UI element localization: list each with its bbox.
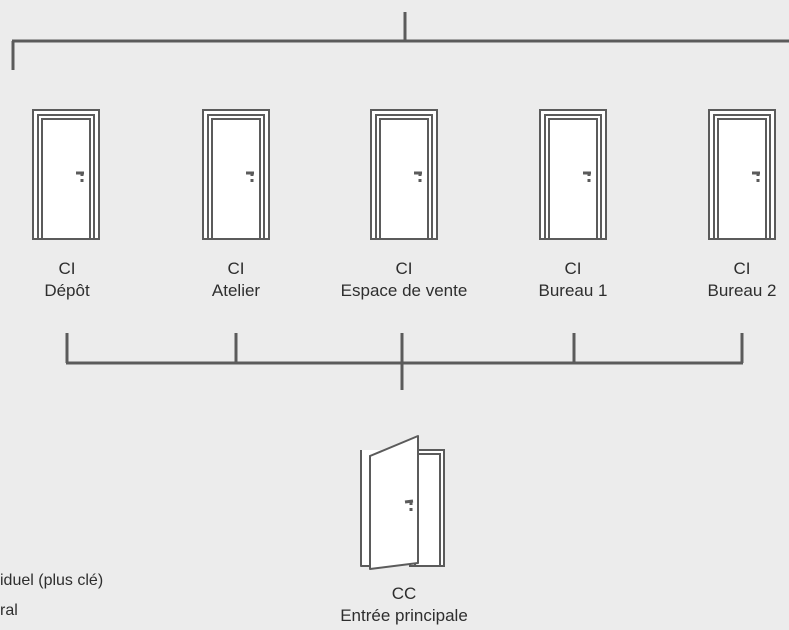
door-label-bureau-1: CI Bureau 1 (539, 258, 608, 302)
legend-line-2: ral (0, 602, 18, 619)
door-code: CI (733, 259, 751, 278)
room-name: Atelier (211, 281, 261, 300)
legend: iduel (plus clé) ral (0, 566, 103, 626)
closed-door-icon (370, 109, 438, 240)
door-label-atelier: CI Atelier (212, 258, 260, 302)
main-door-label: CC Entrée principale (340, 583, 468, 627)
room-name: Bureau 1 (538, 281, 608, 300)
door-label-espace-de-vente: CI Espace de vente (341, 258, 468, 302)
door-label-bureau-2: CI Bureau 2 (708, 258, 777, 302)
door-code: CI (564, 259, 582, 278)
door-code: CI (395, 259, 413, 278)
closed-door-icon (32, 109, 100, 240)
door-label-depot: CI Dépôt (44, 258, 89, 302)
closed-door-icon (708, 109, 776, 240)
room-name: Dépôt (44, 281, 90, 300)
closed-door-icon (202, 109, 270, 240)
door-code: CI (58, 259, 76, 278)
room-name: Bureau 2 (707, 281, 777, 300)
legend-line-1: iduel (plus clé) (0, 572, 104, 589)
door-code: CI (227, 259, 245, 278)
closed-door-icon (539, 109, 607, 240)
top-bracket (11, 12, 789, 70)
room-name: Entrée principale (340, 606, 468, 625)
room-name: Espace de vente (340, 281, 468, 300)
door-code: CC (391, 584, 417, 603)
open-door-icon (360, 435, 445, 570)
bottom-bracket (65, 333, 744, 390)
